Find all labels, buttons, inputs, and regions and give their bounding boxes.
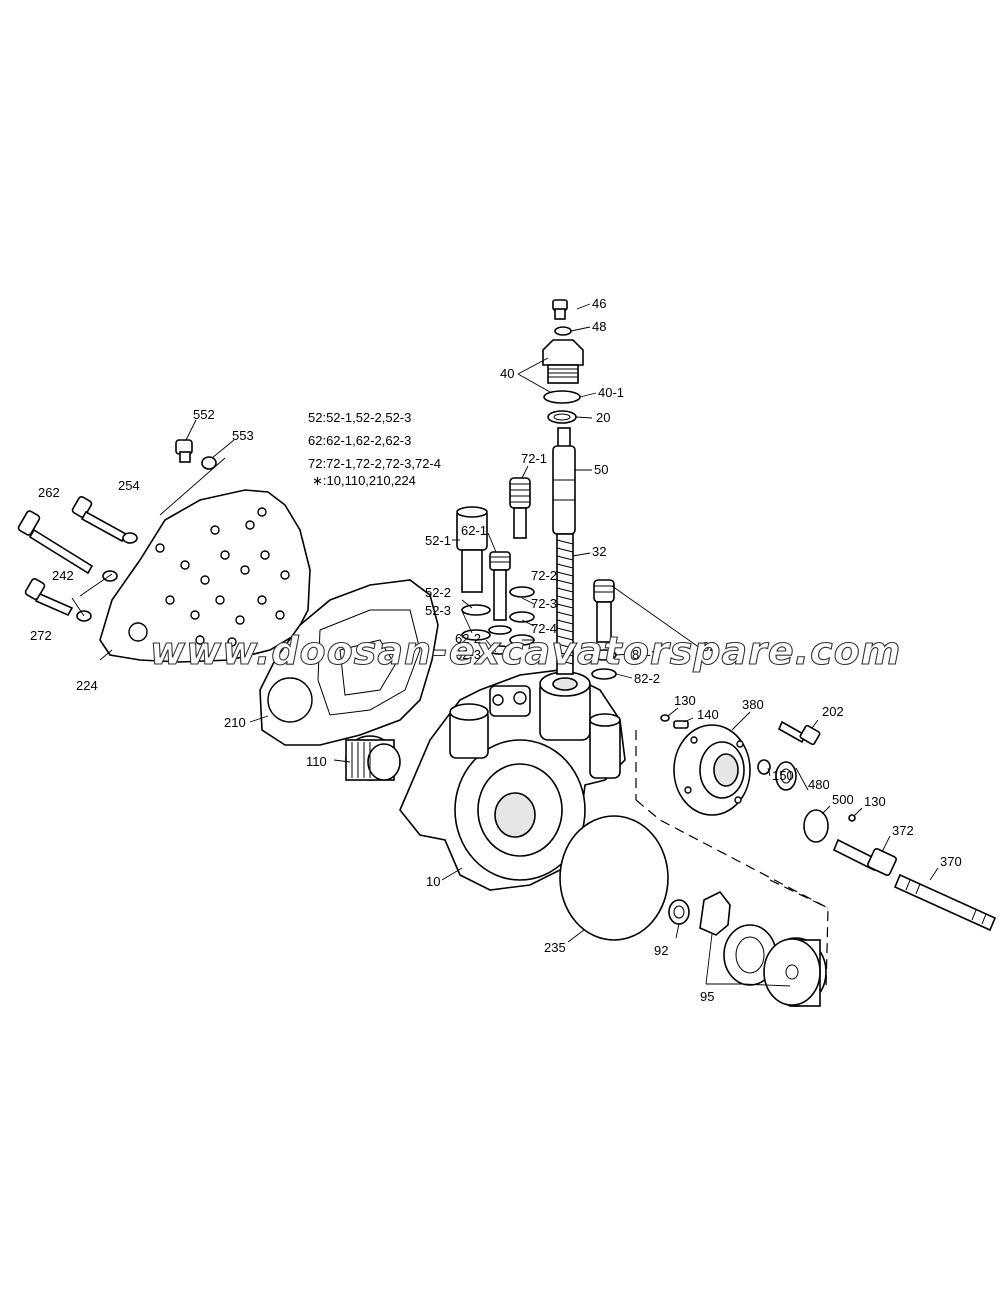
note-72: 72:72-1,72-2,72-3,72-4	[308, 456, 441, 471]
leader-lines	[71, 303, 939, 987]
valve-52	[456, 506, 491, 641]
callout-labels: 46 48 40 40-1 20 50 72-1 32 52-1 62-1 52…	[30, 296, 962, 1004]
bolt-254	[71, 496, 138, 544]
label-50: 50	[594, 462, 608, 477]
label-72-1: 72-1	[521, 451, 547, 466]
note-52: 52:52-1,52-2,52-3	[308, 410, 411, 425]
label-52-2: 52-2	[425, 585, 451, 600]
bolt-242	[24, 570, 118, 622]
label-210: 210	[224, 715, 246, 730]
label-272: 272	[30, 628, 52, 643]
watermark: www.doosan-excavatorspare.com	[150, 629, 901, 673]
spool-50	[552, 427, 576, 535]
seal-235	[559, 815, 669, 941]
label-552: 552	[193, 407, 215, 422]
cover-plate-224	[99, 489, 311, 663]
label-48: 48	[592, 319, 606, 334]
gerotor-95	[699, 890, 827, 1007]
shaft-370	[893, 873, 997, 932]
flange-380	[673, 724, 751, 816]
needle-92	[668, 899, 690, 925]
label-82-1: 82-1	[632, 647, 658, 662]
label-62-3: 62-3	[455, 647, 481, 662]
label-553: 553	[232, 428, 254, 443]
bolt-202	[777, 720, 821, 746]
label-235: 235	[544, 940, 566, 955]
label-380: 380	[742, 697, 764, 712]
spring-32	[556, 533, 574, 675]
label-82: 82	[702, 639, 716, 654]
needle-bearing-110	[345, 735, 401, 781]
bolt-262	[17, 510, 94, 575]
assembly-outline	[635, 730, 829, 991]
label-202: 202	[822, 704, 844, 719]
label-140: 140	[697, 707, 719, 722]
label-130-top: 130	[674, 693, 696, 708]
valve-62	[488, 551, 512, 655]
label-40: 40	[500, 366, 514, 381]
main-housing-10	[399, 669, 626, 891]
label-72-3: 72-3	[531, 596, 557, 611]
notes-block: 52:52-1,52-2,52-3 62:62-1,62-2,62-3 72:7…	[308, 410, 441, 488]
label-110: 110	[306, 754, 327, 769]
label-40-1: 40-1	[598, 385, 624, 400]
label-72-4: 72-4	[531, 621, 557, 636]
label-262: 262	[38, 485, 60, 500]
gasket-210	[259, 579, 439, 746]
label-32: 32	[592, 544, 606, 559]
label-52-1: 52-1	[425, 533, 451, 548]
label-95: 95	[700, 989, 714, 1004]
label-480: 480	[808, 777, 830, 792]
label-500: 500	[832, 792, 854, 807]
plug-46	[552, 299, 572, 336]
label-62-2: 62-2	[455, 631, 481, 646]
note-common: ∗:10,110,210,224	[312, 473, 416, 488]
note-62: 62:62-1,62-2,62-3	[308, 433, 411, 448]
label-92: 92	[654, 943, 668, 958]
label-46: 46	[592, 296, 606, 311]
label-130-right: 130	[864, 794, 886, 809]
cap-nut-40	[542, 339, 584, 424]
label-254: 254	[118, 478, 140, 493]
small-parts-130-140	[660, 714, 856, 843]
label-372: 372	[892, 823, 914, 838]
label-150: 150	[772, 768, 794, 783]
label-62-1: 62-1	[461, 523, 487, 538]
plug-552	[175, 439, 217, 470]
label-242: 242	[52, 568, 74, 583]
valve-72	[509, 477, 535, 646]
label-10: 10	[426, 874, 440, 889]
label-224: 224	[76, 678, 98, 693]
label-72-2: 72-2	[531, 568, 557, 583]
label-370: 370	[940, 854, 962, 869]
valve-82	[591, 579, 617, 680]
shaft-372	[832, 838, 897, 876]
label-20: 20	[596, 410, 610, 425]
label-52-3: 52-3	[425, 603, 451, 618]
label-82-2: 82-2	[634, 671, 660, 686]
